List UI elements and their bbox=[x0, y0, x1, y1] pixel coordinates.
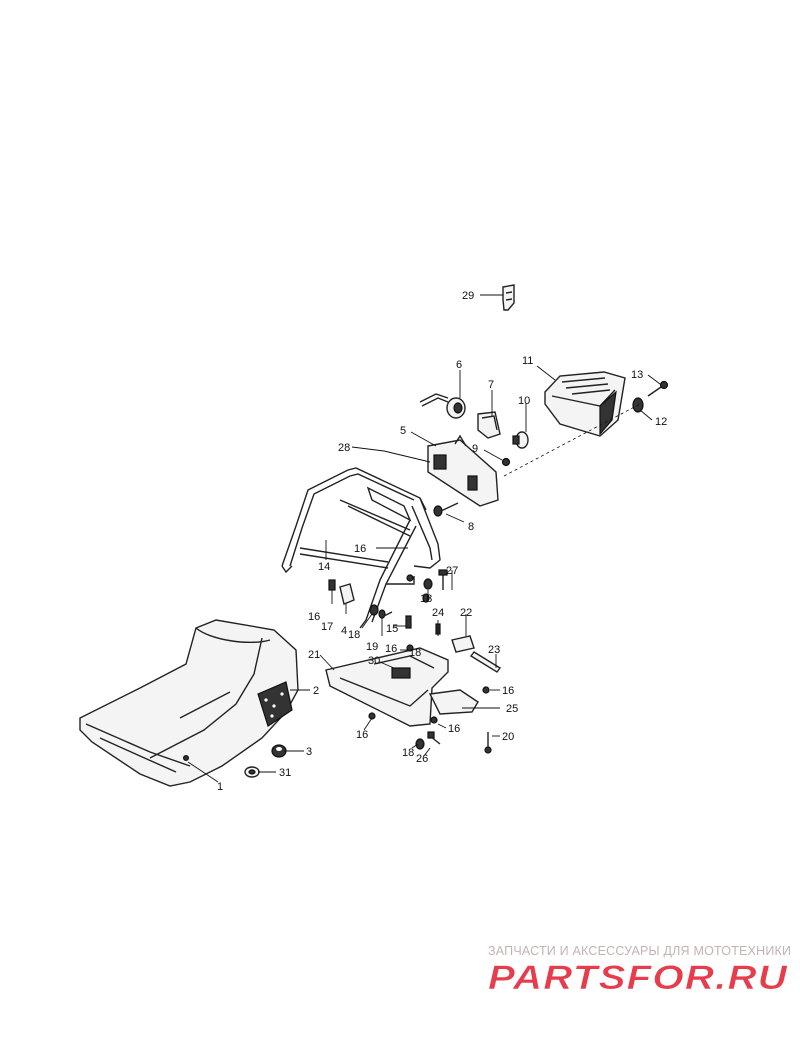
callout-16-a: 16 bbox=[354, 543, 366, 555]
rear-carrier-frame bbox=[281, 467, 441, 629]
part-1-seat bbox=[79, 619, 299, 787]
callout-16-e: 16 bbox=[448, 723, 460, 735]
callout-15: 15 bbox=[386, 623, 398, 635]
callout-16-d: 16 bbox=[502, 685, 514, 697]
callout-20: 20 bbox=[502, 731, 514, 743]
callout-9: 9 bbox=[472, 443, 478, 455]
callout-13: 13 bbox=[631, 369, 643, 381]
part-21-plate-bracket bbox=[325, 644, 449, 727]
callout-25: 25 bbox=[506, 703, 518, 715]
callout-12: 12 bbox=[655, 416, 667, 428]
callout-27: 27 bbox=[446, 565, 458, 577]
part-13-screw bbox=[647, 380, 669, 397]
callout-11: 11 bbox=[522, 355, 533, 367]
callout-1: 1 bbox=[217, 781, 223, 793]
hardware-cluster bbox=[328, 569, 448, 635]
callout-6: 6 bbox=[456, 359, 462, 371]
callout-18-b: 18 bbox=[348, 629, 360, 641]
callout-18-d: 18 bbox=[409, 647, 421, 659]
part-5-housing bbox=[427, 434, 499, 507]
callout-5: 5 bbox=[400, 425, 406, 437]
callout-14: 14 bbox=[318, 561, 330, 573]
callout-18-a: 18 bbox=[420, 593, 432, 605]
callout-21: 21 bbox=[308, 649, 320, 661]
callout-10: 10 bbox=[518, 395, 530, 407]
part-11-tail-lens bbox=[544, 371, 626, 437]
callout-31: 31 bbox=[279, 767, 291, 779]
part-10-bulb bbox=[512, 431, 529, 449]
callout-19: 19 bbox=[366, 641, 378, 653]
callout-30: 30 bbox=[368, 655, 380, 667]
watermark-caption: ЗАПЧАСТИ И АКСЕССУАРЫ ДЛЯ МОТОТЕХНИКИ bbox=[488, 944, 792, 958]
callout-16-f: 16 bbox=[356, 729, 368, 741]
callout-2: 2 bbox=[313, 685, 319, 697]
callout-26: 26 bbox=[416, 753, 428, 765]
callout-22: 22 bbox=[460, 607, 472, 619]
callout-3: 3 bbox=[306, 746, 312, 758]
callout-7: 7 bbox=[488, 379, 494, 391]
part-23-pin bbox=[469, 651, 502, 673]
callout-4: 4 bbox=[341, 625, 347, 637]
callout-labels: 1 2 3 4 5 6 7 8 9 10 11 12 13 14 15 16 1… bbox=[217, 290, 667, 793]
callout-16-c: 16 bbox=[385, 643, 397, 655]
watermark-logo: PARTSFOR.RU bbox=[488, 959, 789, 996]
callout-18-c: 18 bbox=[402, 747, 414, 759]
callout-24: 24 bbox=[432, 607, 444, 619]
callout-16-b: 16 bbox=[308, 611, 320, 623]
part-7-holder bbox=[477, 411, 501, 439]
lower-hardware bbox=[415, 686, 492, 754]
callout-29: 29 bbox=[462, 290, 474, 302]
part-22-clip bbox=[451, 635, 475, 653]
part-3-grommet bbox=[271, 744, 287, 758]
part-9-nut bbox=[501, 457, 511, 467]
leader-lines bbox=[187, 294, 661, 783]
part-31-washer bbox=[244, 766, 260, 778]
watermark-logo-text: PARTSFOR.RU bbox=[488, 959, 789, 996]
callout-28: 28 bbox=[338, 442, 350, 454]
part-8-bolt bbox=[433, 502, 459, 517]
part-25-bracket bbox=[428, 689, 479, 715]
callout-8: 8 bbox=[468, 521, 474, 533]
part-29-bracket bbox=[502, 284, 515, 311]
part-6-socket bbox=[419, 393, 466, 419]
callout-17: 17 bbox=[321, 621, 333, 633]
callout-23: 23 bbox=[488, 644, 500, 656]
